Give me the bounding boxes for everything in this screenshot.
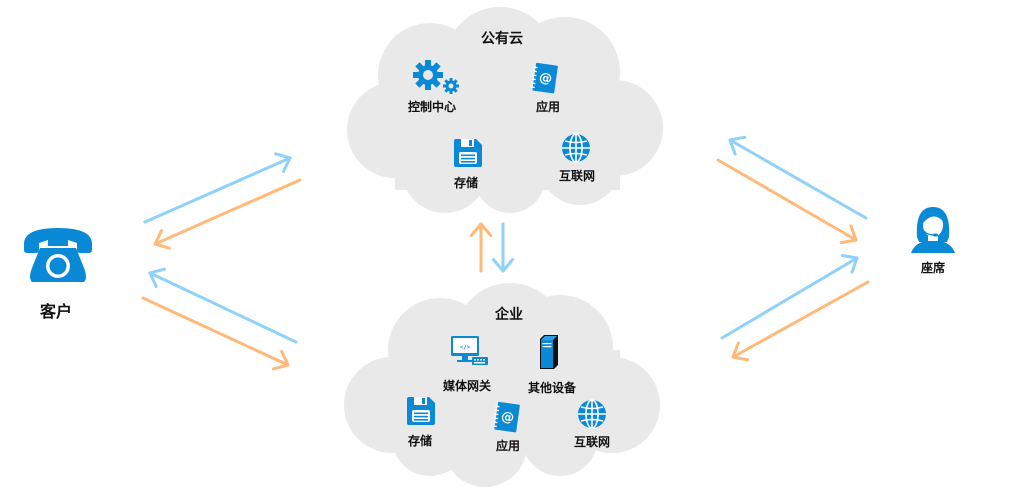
connection-arrows bbox=[141, 135, 870, 371]
enterprise-item-label: 媒体网关 bbox=[442, 379, 492, 393]
enterprise-item-label: 互联网 bbox=[573, 435, 611, 449]
app-at-notebook-icon bbox=[530, 62, 558, 94]
floppy-storage-icon bbox=[407, 397, 435, 425]
app-at-notebook-icon bbox=[492, 401, 520, 433]
enterprise-item-label: 存储 bbox=[407, 434, 433, 448]
monitor-keyboard-icon: </> bbox=[451, 336, 488, 365]
gears-icon bbox=[413, 60, 459, 94]
svg-text:</>: </> bbox=[460, 344, 471, 351]
enterprise-title: 企业 bbox=[495, 307, 523, 323]
arrow-public_cloud-to-enterprise bbox=[491, 222, 515, 273]
agent-label: 座席 bbox=[920, 261, 946, 275]
arrow-customer-to-enterprise bbox=[141, 296, 290, 371]
public-cloud-item-label: 存储 bbox=[453, 176, 479, 190]
customer-label: 客户 bbox=[39, 302, 73, 321]
globe-icon bbox=[561, 133, 591, 163]
public-cloud-shape bbox=[347, 7, 663, 213]
arrow-enterprise-to-agent bbox=[720, 254, 859, 340]
public-cloud-item-label: 互联网 bbox=[558, 169, 596, 183]
arrow-customer-to-public_cloud bbox=[143, 152, 292, 224]
public-cloud-item-label: 控制中心 bbox=[407, 100, 457, 114]
floppy-storage-icon bbox=[454, 139, 482, 167]
arrow-enterprise-to-public_cloud bbox=[469, 222, 493, 273]
arrow-public_cloud-to-agent bbox=[716, 158, 858, 245]
telephone-icon bbox=[24, 228, 92, 282]
arrow-public_cloud-to-customer bbox=[153, 178, 302, 250]
arrow-agent-to-public_cloud bbox=[728, 135, 868, 220]
agent-headset-icon bbox=[911, 207, 955, 253]
arrow-agent-to-enterprise bbox=[731, 280, 870, 362]
server-tower-icon bbox=[540, 335, 558, 369]
enterprise-item-label: 应用 bbox=[495, 439, 521, 453]
public-cloud-title: 公有云 bbox=[481, 31, 523, 47]
enterprise-item-label: 其他设备 bbox=[527, 381, 577, 395]
public-cloud-item-label: 应用 bbox=[535, 100, 561, 114]
globe-icon bbox=[577, 399, 607, 429]
arrow-enterprise-to-customer bbox=[148, 267, 298, 344]
